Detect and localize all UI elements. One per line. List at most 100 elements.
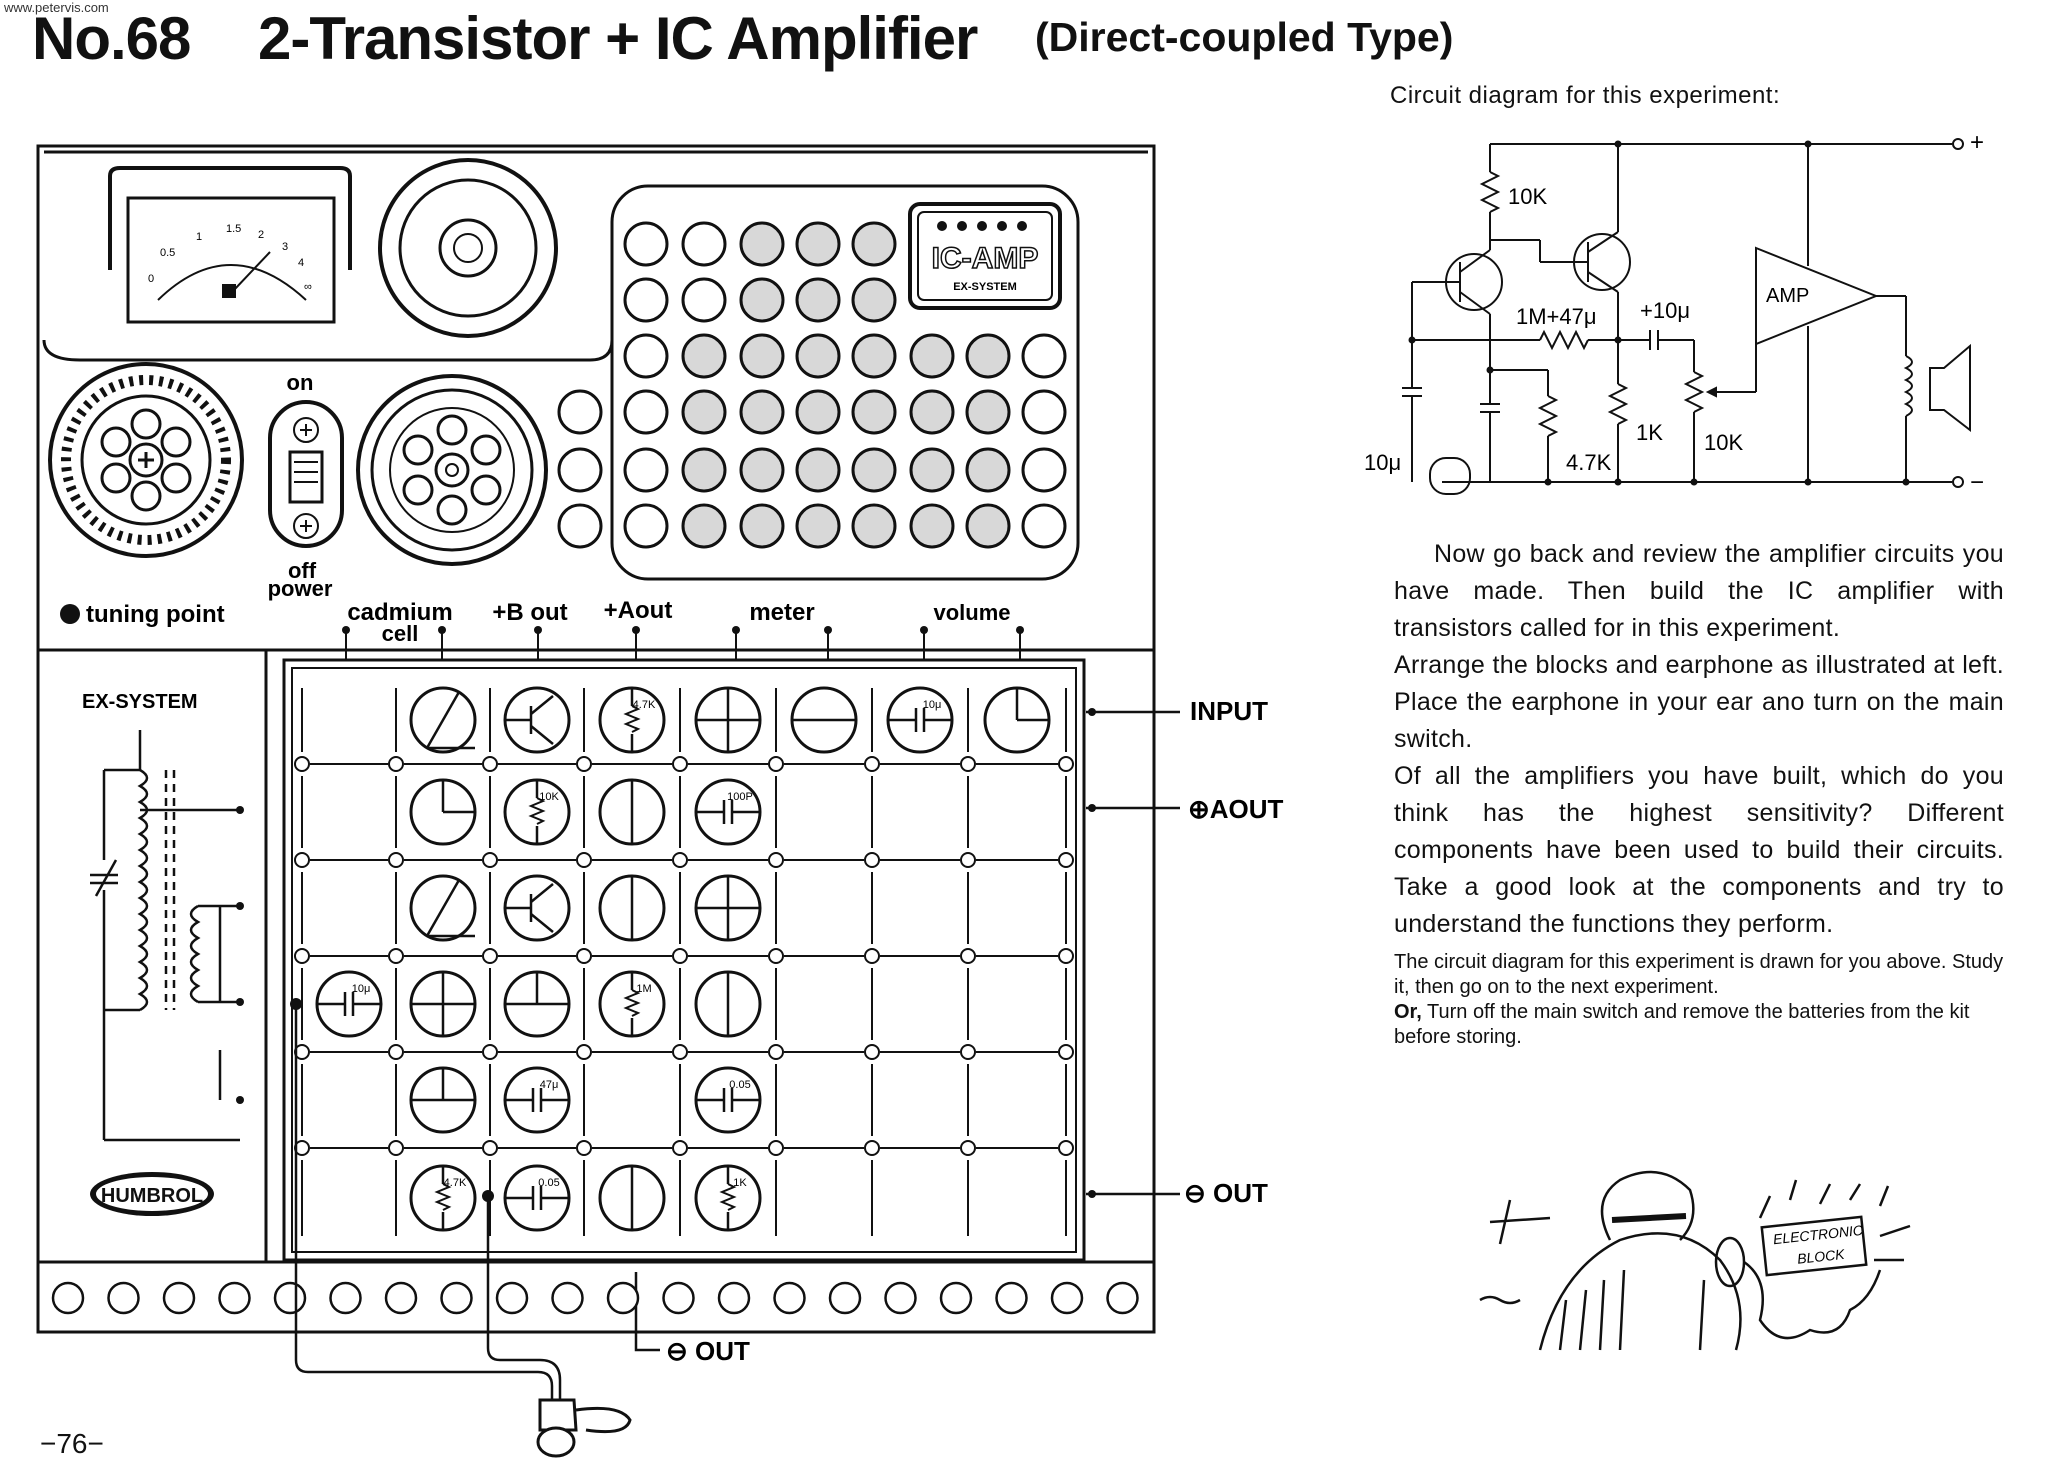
site-url: www.petervis.com — [4, 0, 109, 15]
switch-on-label: on — [287, 370, 314, 395]
ic-amp-text: IC-AMP — [932, 242, 1039, 275]
circuit-label-10u: +10μ — [1640, 298, 1690, 323]
component-block — [409, 970, 477, 1038]
component-block — [694, 874, 762, 942]
grid-node — [294, 852, 310, 868]
jack-hole — [795, 277, 841, 323]
terminal-dot — [438, 626, 446, 634]
grid-node — [768, 756, 784, 772]
jack-hole — [909, 333, 955, 379]
bottom-hole — [1106, 1281, 1139, 1315]
jack-hole — [623, 333, 669, 379]
jack-hole — [557, 447, 603, 493]
terminal-meter-label: meter — [749, 599, 814, 626]
input-label: INPUT — [1190, 696, 1268, 726]
grid-node — [960, 756, 976, 772]
resistor-zigzag — [623, 705, 641, 733]
grid-node — [388, 1044, 404, 1060]
grid-node — [960, 852, 976, 868]
jack-hole — [851, 333, 897, 379]
jack-hole — [909, 389, 955, 435]
meter-tick: 0.5 — [160, 247, 175, 259]
grid-node — [672, 756, 688, 772]
component-block: 4.7K — [598, 686, 666, 754]
block-line — [530, 695, 554, 715]
tuning-coil-icon — [90, 730, 240, 1142]
cartoon-sign-line2: BLOCK — [1796, 1246, 1846, 1267]
coil-terminal-dot — [236, 902, 244, 910]
grid-node — [768, 1140, 784, 1156]
component-block — [790, 686, 858, 754]
terminal-bout-label: +B out — [492, 599, 567, 626]
block-value-label: 4.7K — [444, 1177, 467, 1189]
grid-node — [576, 852, 592, 868]
meter-icon: 0 0.5 1 1.5 2 3 4 ∞ — [108, 166, 352, 324]
terminal-cadmium-label: cadmium — [347, 599, 452, 626]
component-block — [409, 778, 477, 846]
terminal-dot — [534, 626, 542, 634]
page-number: −76− — [40, 1428, 104, 1459]
jack-hole — [851, 277, 897, 323]
meter-tick: 0 — [148, 273, 154, 285]
circuit-minus: − — [1970, 469, 1984, 496]
component-block: 10μ — [315, 970, 383, 1038]
jack-hole — [681, 389, 727, 435]
bottom-hole — [440, 1281, 473, 1315]
grid-node — [388, 756, 404, 772]
resistor-zigzag — [623, 989, 641, 1017]
block-value-label: 47μ — [540, 1079, 559, 1091]
jack-hole — [623, 389, 669, 435]
board-outline — [36, 144, 1156, 1334]
component-block — [503, 874, 571, 942]
grid-node — [576, 948, 592, 964]
coil-terminal-dot — [236, 998, 244, 1006]
jack-hole — [739, 503, 785, 549]
jack-hole — [557, 503, 603, 549]
jack-hole — [909, 503, 955, 549]
grid-node — [672, 1140, 688, 1156]
page-subtitle: (Direct-coupled Type) — [1035, 14, 1454, 60]
meter-tick: 1 — [196, 231, 202, 243]
tuning-point-dot — [60, 604, 80, 624]
grid-node — [1058, 1140, 1074, 1156]
tuning-dial-icon — [48, 362, 244, 558]
jack-hole — [681, 221, 727, 267]
terminal-dot — [632, 626, 640, 634]
block-line — [425, 691, 461, 749]
grid-node — [864, 1044, 880, 1060]
resistor-zigzag — [719, 1183, 737, 1211]
grid-node — [960, 1140, 976, 1156]
jack-hole — [851, 447, 897, 493]
terminal-pins — [342, 626, 1024, 660]
page-title: 2-Transistor + IC Amplifier — [258, 5, 978, 72]
jack-holes — [557, 221, 1067, 549]
instruction-paragraph: Now go back and review the amplifier cir… — [1394, 540, 2004, 642]
jack-hole — [795, 389, 841, 435]
jack-hole — [795, 333, 841, 379]
component-block — [409, 1066, 477, 1134]
switch-power-label: power — [268, 576, 333, 601]
jack-hole — [739, 277, 785, 323]
jack-hole — [739, 389, 785, 435]
jack-hole — [681, 503, 727, 549]
grid-node — [672, 948, 688, 964]
jack-hole — [623, 277, 669, 323]
jack-hole — [739, 333, 785, 379]
grid-node — [768, 852, 784, 868]
power-switch[interactable] — [268, 400, 344, 548]
grid-node — [864, 948, 880, 964]
circuit-label-vol: 10K — [1704, 430, 1743, 455]
grid-node — [482, 852, 498, 868]
bottom-hole — [551, 1281, 584, 1315]
grid-node — [1058, 756, 1074, 772]
grid-node — [388, 852, 404, 868]
grid-node — [672, 1044, 688, 1060]
block-value-label: 1M — [636, 983, 651, 995]
ic-amp-subtext: EX-SYSTEM — [953, 281, 1017, 293]
jack-hole — [1021, 333, 1067, 379]
meter-tick: ∞ — [304, 281, 312, 293]
grid-node — [864, 852, 880, 868]
block-value-label: 1K — [733, 1177, 747, 1189]
aout-label: ⊕AOUT — [1188, 794, 1284, 824]
